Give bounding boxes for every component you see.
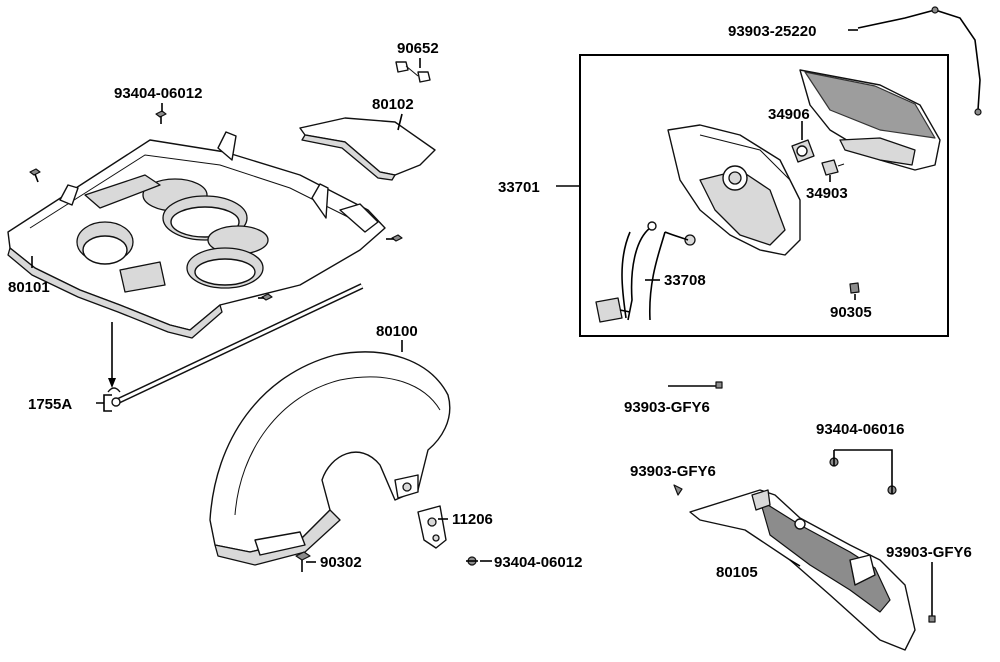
front-fender-80100 xyxy=(209,351,451,566)
label-93903-25220: 93903-25220 xyxy=(728,23,816,40)
label-93404-06016: 93404-06016 xyxy=(816,421,904,438)
wire-93903-25220 xyxy=(857,6,982,116)
label-1755a: 1755A xyxy=(28,396,72,413)
label-90302: 90302 xyxy=(320,554,362,571)
bolt-93404-icon xyxy=(466,556,478,566)
label-34903: 34903 xyxy=(806,185,848,202)
label-80102: 80102 xyxy=(372,96,414,113)
label-80100: 80100 xyxy=(376,323,418,340)
label-93404-06012-bottom: 93404-06012 xyxy=(494,554,582,571)
label-33708: 33708 xyxy=(664,272,706,289)
wire-harness-33708 xyxy=(595,221,696,323)
screw-gfy6-icon xyxy=(673,484,683,496)
clip-90652 xyxy=(395,61,431,83)
label-90305: 90305 xyxy=(830,304,872,321)
screw-gfy6-icon xyxy=(928,595,936,623)
headlight-assembly-box xyxy=(579,54,949,337)
label-93903-gfy6-mid: 93903-GFY6 xyxy=(630,463,716,480)
bolt-icon xyxy=(155,110,167,124)
label-11206: 11206 xyxy=(452,511,493,528)
assembly-arrow xyxy=(108,322,116,388)
label-93404-06012-top: 93404-06012 xyxy=(114,85,202,102)
bolt-90302-icon xyxy=(295,551,311,572)
bulb-34906-icon xyxy=(791,139,815,163)
leader-lines xyxy=(31,29,933,595)
bolt-icon xyxy=(258,293,273,301)
bolt-icon xyxy=(386,234,403,242)
rod-1755a xyxy=(107,283,364,407)
bracket-80102 xyxy=(299,117,436,181)
headlight-housing xyxy=(667,124,801,256)
label-93903-gfy6-top: 93903-GFY6 xyxy=(624,399,710,416)
label-80101: 80101 xyxy=(8,279,50,296)
nut-90305-icon xyxy=(849,282,860,294)
bulb-34903-icon xyxy=(821,159,845,176)
bolt-icon xyxy=(29,168,41,183)
bolt-93404-06016-icon xyxy=(829,457,839,467)
label-93903-gfy6-right: 93903-GFY6 xyxy=(886,544,972,561)
headlight-lens xyxy=(799,69,941,171)
bolt-93404-06016-icon xyxy=(887,485,897,495)
screw-gfy6-icon xyxy=(668,381,723,389)
inner-cover-80101 xyxy=(7,131,386,339)
bracket-11206 xyxy=(417,505,447,549)
label-33701: 33701 xyxy=(498,179,540,196)
label-90652: 90652 xyxy=(397,40,439,57)
panel-80105 xyxy=(689,489,916,651)
label-34906: 34906 xyxy=(768,106,810,123)
label-80105: 80105 xyxy=(716,564,758,581)
